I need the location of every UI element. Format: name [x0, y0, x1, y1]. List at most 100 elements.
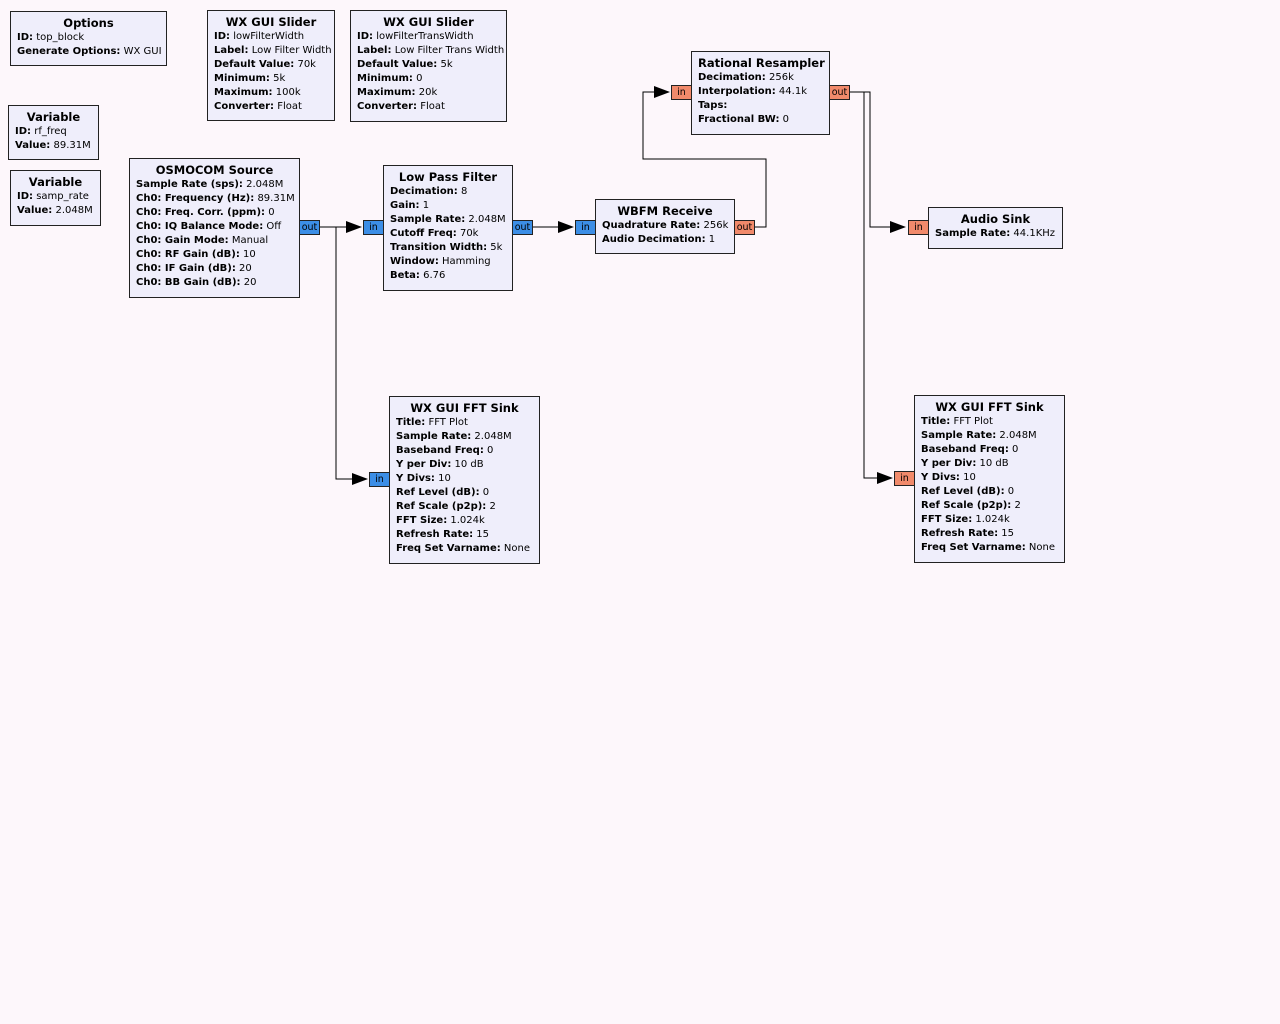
- param-row: Ch0: IQ Balance Mode: Off: [136, 221, 282, 232]
- param-row: ID: rf_freq: [15, 126, 67, 137]
- arrowhead-lpf-in: [346, 221, 362, 233]
- variable-block-samp-rate[interactable]: Variable ID: samp_rate Value: 2.048M: [10, 170, 101, 226]
- block-title: WX GUI FFT Sink: [410, 401, 519, 415]
- param-row: Maximum: 100k: [214, 87, 301, 98]
- param-row: Y Divs: 10: [921, 472, 976, 483]
- param-row: Title: FFT Plot: [396, 417, 468, 428]
- arrowhead-wbfm-in: [558, 221, 574, 233]
- param-row: Ch0: Frequency (Hz): 89.31M: [136, 193, 295, 204]
- block-title: Low Pass Filter: [398, 170, 498, 184]
- param-row: Ch0: Gain Mode: Manual: [136, 235, 269, 246]
- low-pass-filter-block[interactable]: Low Pass Filter Decimation: 8 Gain: 1 Sa…: [383, 165, 513, 291]
- osmocom-out-port[interactable]: out: [299, 220, 320, 235]
- param-row: Ref Scale (p2p): 2: [921, 500, 1021, 511]
- wire-resampler-to-audio: [850, 91, 890, 228]
- param-row: Baseband Freq: 0: [396, 445, 494, 456]
- param-row: Ref Level (dB): 0: [921, 486, 1015, 497]
- param-row: Baseband Freq: 0: [921, 444, 1019, 455]
- param-row: Converter: Float: [214, 101, 302, 112]
- param-row: Freq Set Varname: None: [921, 542, 1056, 553]
- param-row: Minimum: 0: [357, 73, 423, 84]
- wire-osmocom-to-fft1: [335, 227, 352, 480]
- osmocom-source-block[interactable]: OSMOCOM Source Sample Rate (sps): 2.048M…: [129, 158, 300, 298]
- param-row: Window: Hamming: [390, 256, 491, 267]
- resampler-in-port[interactable]: in: [671, 85, 692, 100]
- block-title: WX GUI Slider: [225, 15, 317, 29]
- lpf-in-port[interactable]: in: [363, 220, 384, 235]
- param-row: Ch0: IF Gain (dB): 20: [136, 263, 252, 274]
- param-row: Quadrature Rate: 256k: [602, 220, 729, 231]
- wire-resampler-to-fft2: [850, 91, 877, 479]
- wx-gui-fft-sink-block-2[interactable]: WX GUI FFT Sink Title: FFT Plot Sample R…: [914, 395, 1065, 563]
- wx-gui-fft-sink-block-1[interactable]: WX GUI FFT Sink Title: FFT Plot Sample R…: [389, 396, 540, 564]
- param-row: Y Divs: 10: [396, 473, 451, 484]
- audio-sink-block[interactable]: Audio Sink Sample Rate: 44.1KHz: [928, 207, 1063, 249]
- param-row: ID: lowFilterWidth: [214, 31, 305, 42]
- param-row: Maximum: 20k: [357, 87, 438, 98]
- fft-sink-1-in-port[interactable]: in: [369, 472, 390, 487]
- param-row: Sample Rate: 2.048M: [921, 430, 1037, 441]
- param-row: ID: top_block: [17, 32, 85, 43]
- block-title: Variable: [28, 175, 83, 189]
- param-row: Ch0: Freq. Corr. (ppm): 0: [136, 207, 275, 218]
- resampler-out-port[interactable]: out: [829, 85, 850, 100]
- wbfm-receive-block[interactable]: WBFM Receive Quadrature Rate: 256k Audio…: [595, 199, 735, 254]
- param-row: Beta: 6.76: [390, 270, 446, 281]
- param-row: Ch0: BB Gain (dB): 20: [136, 277, 257, 288]
- param-row: Interpolation: 44.1k: [698, 86, 807, 97]
- param-row: Value: 89.31M: [15, 140, 91, 151]
- param-row: Taps:: [698, 100, 728, 111]
- lpf-out-port[interactable]: out: [512, 220, 533, 235]
- param-row: Sample Rate: 44.1KHz: [935, 228, 1056, 239]
- block-title: Options: [63, 16, 114, 30]
- param-row: Y per Div: 10 dB: [921, 458, 1009, 469]
- param-row: Value: 2.048M: [17, 205, 93, 216]
- param-row: Label: Low Filter Trans Width: [357, 45, 505, 56]
- param-row: Ref Scale (p2p): 2: [396, 501, 496, 512]
- param-row: Refresh Rate: 15: [396, 529, 490, 540]
- block-title: WX GUI Slider: [383, 15, 474, 29]
- param-row: Transition Width: 5k: [390, 242, 503, 253]
- rational-resampler-block[interactable]: Rational Resampler Decimation: 256k Inte…: [691, 51, 830, 135]
- param-row: Cutoff Freq: 70k: [390, 228, 479, 239]
- param-row: Sample Rate: 2.048M: [390, 214, 506, 225]
- arrowhead-fft2-in: [877, 472, 893, 484]
- param-row: Fractional BW: 0: [698, 114, 790, 125]
- arrowhead-fft1-in: [352, 473, 368, 485]
- audio-sink-in-port[interactable]: in: [908, 220, 929, 235]
- param-row: Ch0: RF Gain (dB): 10: [136, 249, 256, 260]
- param-row: Default Value: 5k: [357, 59, 453, 70]
- block-title: OSMOCOM Source: [155, 163, 274, 177]
- param-row: ID: samp_rate: [17, 191, 89, 202]
- param-row: Freq Set Varname: None: [396, 543, 531, 554]
- param-row: FFT Size: 1.024k: [921, 514, 1010, 525]
- param-row: Default Value: 70k: [214, 59, 316, 70]
- arrowhead-audio-in: [890, 221, 906, 233]
- options-block[interactable]: Options ID: top_block Generate Options: …: [10, 11, 167, 66]
- arrowhead-resampler-in: [654, 86, 670, 98]
- param-row: Audio Decimation: 1: [602, 234, 716, 245]
- param-row: Generate Options: WX GUI: [17, 46, 162, 57]
- param-row: Sample Rate: 2.048M: [396, 431, 512, 442]
- block-title: WBFM Receive: [617, 204, 713, 218]
- wx-gui-slider-block-low-filter-width[interactable]: WX GUI Slider ID: lowFilterWidth Label: …: [207, 10, 335, 121]
- param-row: FFT Size: 1.024k: [396, 515, 485, 526]
- param-row: Y per Div: 10 dB: [396, 459, 484, 470]
- wbfm-in-port[interactable]: in: [575, 220, 596, 235]
- block-title: Rational Resampler: [698, 56, 825, 70]
- block-title: Audio Sink: [960, 212, 1031, 226]
- param-row: Minimum: 5k: [214, 73, 286, 84]
- fft-sink-2-in-port[interactable]: in: [894, 471, 915, 486]
- wbfm-out-port[interactable]: out: [734, 220, 755, 235]
- param-row: Decimation: 256k: [698, 72, 794, 83]
- param-row: Sample Rate (sps): 2.048M: [136, 179, 284, 190]
- block-title: Variable: [26, 110, 81, 124]
- param-row: Ref Level (dB): 0: [396, 487, 490, 498]
- param-row: Refresh Rate: 15: [921, 528, 1015, 539]
- param-row: Decimation: 8: [390, 186, 468, 197]
- param-row: ID: lowFilterTransWidth: [357, 31, 474, 42]
- wx-gui-slider-block-low-filter-trans-width[interactable]: WX GUI Slider ID: lowFilterTransWidth La…: [350, 10, 507, 122]
- variable-block-rf-freq[interactable]: Variable ID: rf_freq Value: 89.31M: [8, 105, 99, 160]
